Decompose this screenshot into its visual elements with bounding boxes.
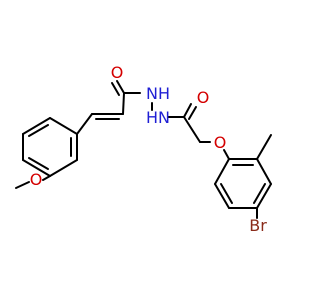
aromatic-bond bbox=[253, 183, 266, 204]
bromine-label: Br bbox=[249, 216, 267, 235]
bond bbox=[22, 117, 51, 135]
bond bbox=[76, 113, 93, 135]
double-bond-inner bbox=[188, 106, 197, 120]
bond bbox=[42, 175, 51, 181]
bond bbox=[256, 134, 272, 160]
bonds bbox=[15, 80, 272, 219]
molecule-diagram: O O NH HN O O Br bbox=[15, 63, 272, 235]
bond bbox=[116, 80, 125, 94]
ether-oxygen-label: O bbox=[214, 133, 227, 152]
bond bbox=[122, 92, 125, 115]
bond bbox=[256, 183, 272, 209]
bond bbox=[22, 159, 51, 177]
bond bbox=[223, 149, 230, 160]
bond bbox=[214, 158, 230, 185]
double-bond-inner bbox=[111, 82, 120, 96]
bond bbox=[256, 158, 272, 185]
aromatic-bond bbox=[28, 157, 49, 170]
methoxy-oxygen-label: O bbox=[30, 170, 43, 189]
atom-labels: O O NH HN O O Br bbox=[30, 63, 267, 235]
carbonyl-oxygen-label: O bbox=[197, 88, 210, 107]
amide-hn-label: HN bbox=[146, 108, 170, 127]
carbonyl-oxygen-label: O bbox=[111, 63, 124, 82]
aromatic-bond bbox=[220, 183, 233, 204]
bond bbox=[183, 103, 192, 118]
bond bbox=[183, 116, 201, 143]
bond bbox=[49, 117, 78, 135]
aromatic-bond bbox=[28, 124, 49, 137]
bond bbox=[15, 181, 30, 189]
bond bbox=[214, 183, 230, 209]
amide-nh-label: NH bbox=[146, 84, 170, 103]
bond bbox=[49, 159, 78, 177]
